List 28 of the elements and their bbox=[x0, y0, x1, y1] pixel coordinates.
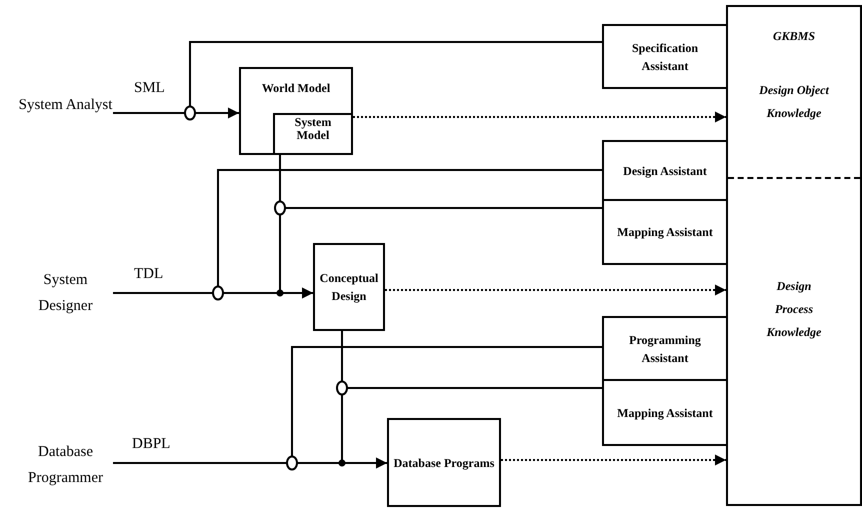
process-box bbox=[602, 379, 728, 446]
process-box bbox=[602, 199, 728, 265]
process-box bbox=[602, 316, 728, 381]
box-label: Mapping Assistant bbox=[616, 224, 714, 241]
process-box bbox=[313, 243, 385, 331]
arrow bbox=[385, 284, 726, 296]
box-label: Design Assistant bbox=[622, 162, 708, 180]
box-title: GKBMS bbox=[772, 28, 816, 45]
box-label: Design Object Knowledge bbox=[758, 82, 830, 122]
box-label: System Model bbox=[294, 115, 332, 142]
actor-label: System Analyst bbox=[18, 82, 113, 128]
box-label: Programming Assistant bbox=[628, 332, 702, 366]
actor-label: System Designer bbox=[18, 269, 113, 317]
box-label: Mapping Assistant bbox=[616, 404, 714, 422]
process-box bbox=[602, 140, 728, 201]
process-box bbox=[726, 5, 862, 506]
process-box bbox=[387, 418, 501, 507]
box-label: Database Programs bbox=[392, 454, 496, 472]
box-label: Conceptual Design bbox=[318, 270, 380, 305]
actor-label: Database Programmer bbox=[18, 439, 113, 491]
box-label: Specification Assistant bbox=[631, 40, 699, 74]
process-box bbox=[273, 113, 353, 155]
process-box bbox=[602, 24, 728, 89]
arrow bbox=[501, 454, 726, 466]
process-box bbox=[239, 67, 353, 155]
box-label: Design Process Knowledge bbox=[766, 278, 822, 341]
box-label: World Model bbox=[260, 80, 332, 97]
arrow bbox=[353, 112, 726, 122]
